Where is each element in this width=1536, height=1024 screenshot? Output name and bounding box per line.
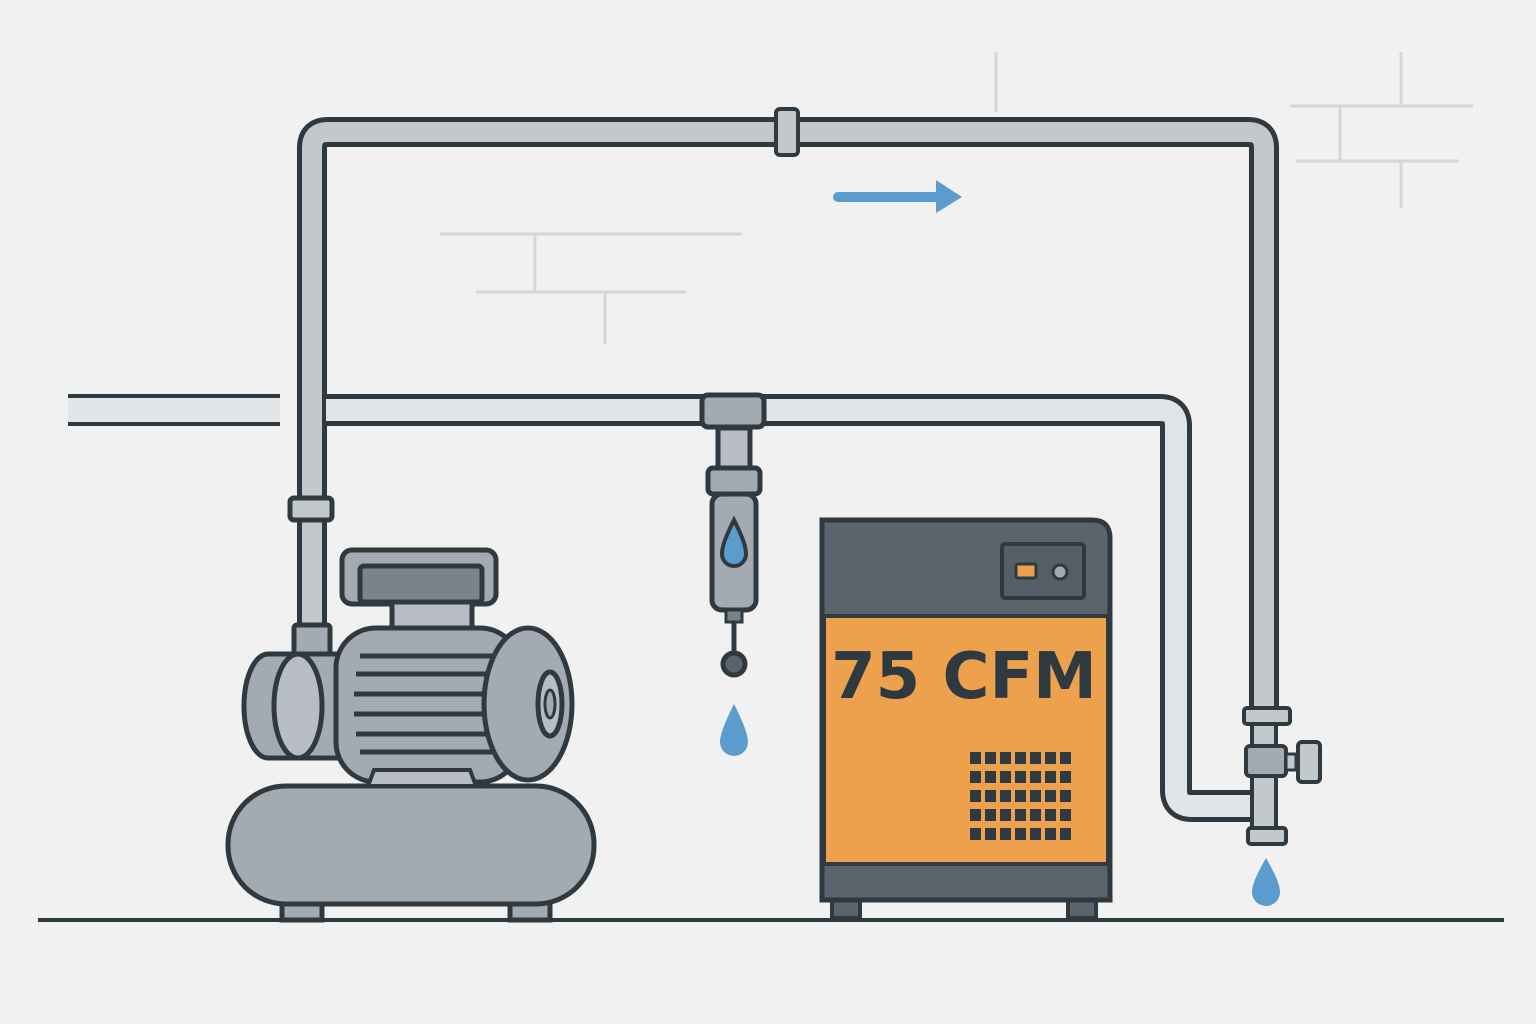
refrigerated-dryer: 75 CFM	[819, 517, 1113, 920]
water-drop-icon	[719, 515, 749, 568]
dryer-capacity-label: 75 CFM	[831, 640, 1097, 714]
receiver-tank	[225, 783, 597, 907]
wall-brick-lines	[440, 52, 1473, 344]
indicator-light	[1014, 562, 1038, 580]
falling-water-drop-icon	[720, 704, 748, 756]
distribution-pipe	[326, 394, 1256, 822]
drain-valve	[1242, 706, 1322, 846]
control-panel	[1000, 542, 1086, 600]
flow-direction-arrow-icon	[833, 180, 962, 213]
air-compressor	[225, 495, 597, 923]
vent-grille	[970, 752, 1071, 840]
drain-water-drop-icon	[1252, 858, 1280, 906]
pipe-coupling	[774, 107, 800, 157]
left-wall-pipe	[68, 394, 280, 426]
inline-filter	[699, 392, 767, 678]
power-button	[1051, 563, 1069, 581]
